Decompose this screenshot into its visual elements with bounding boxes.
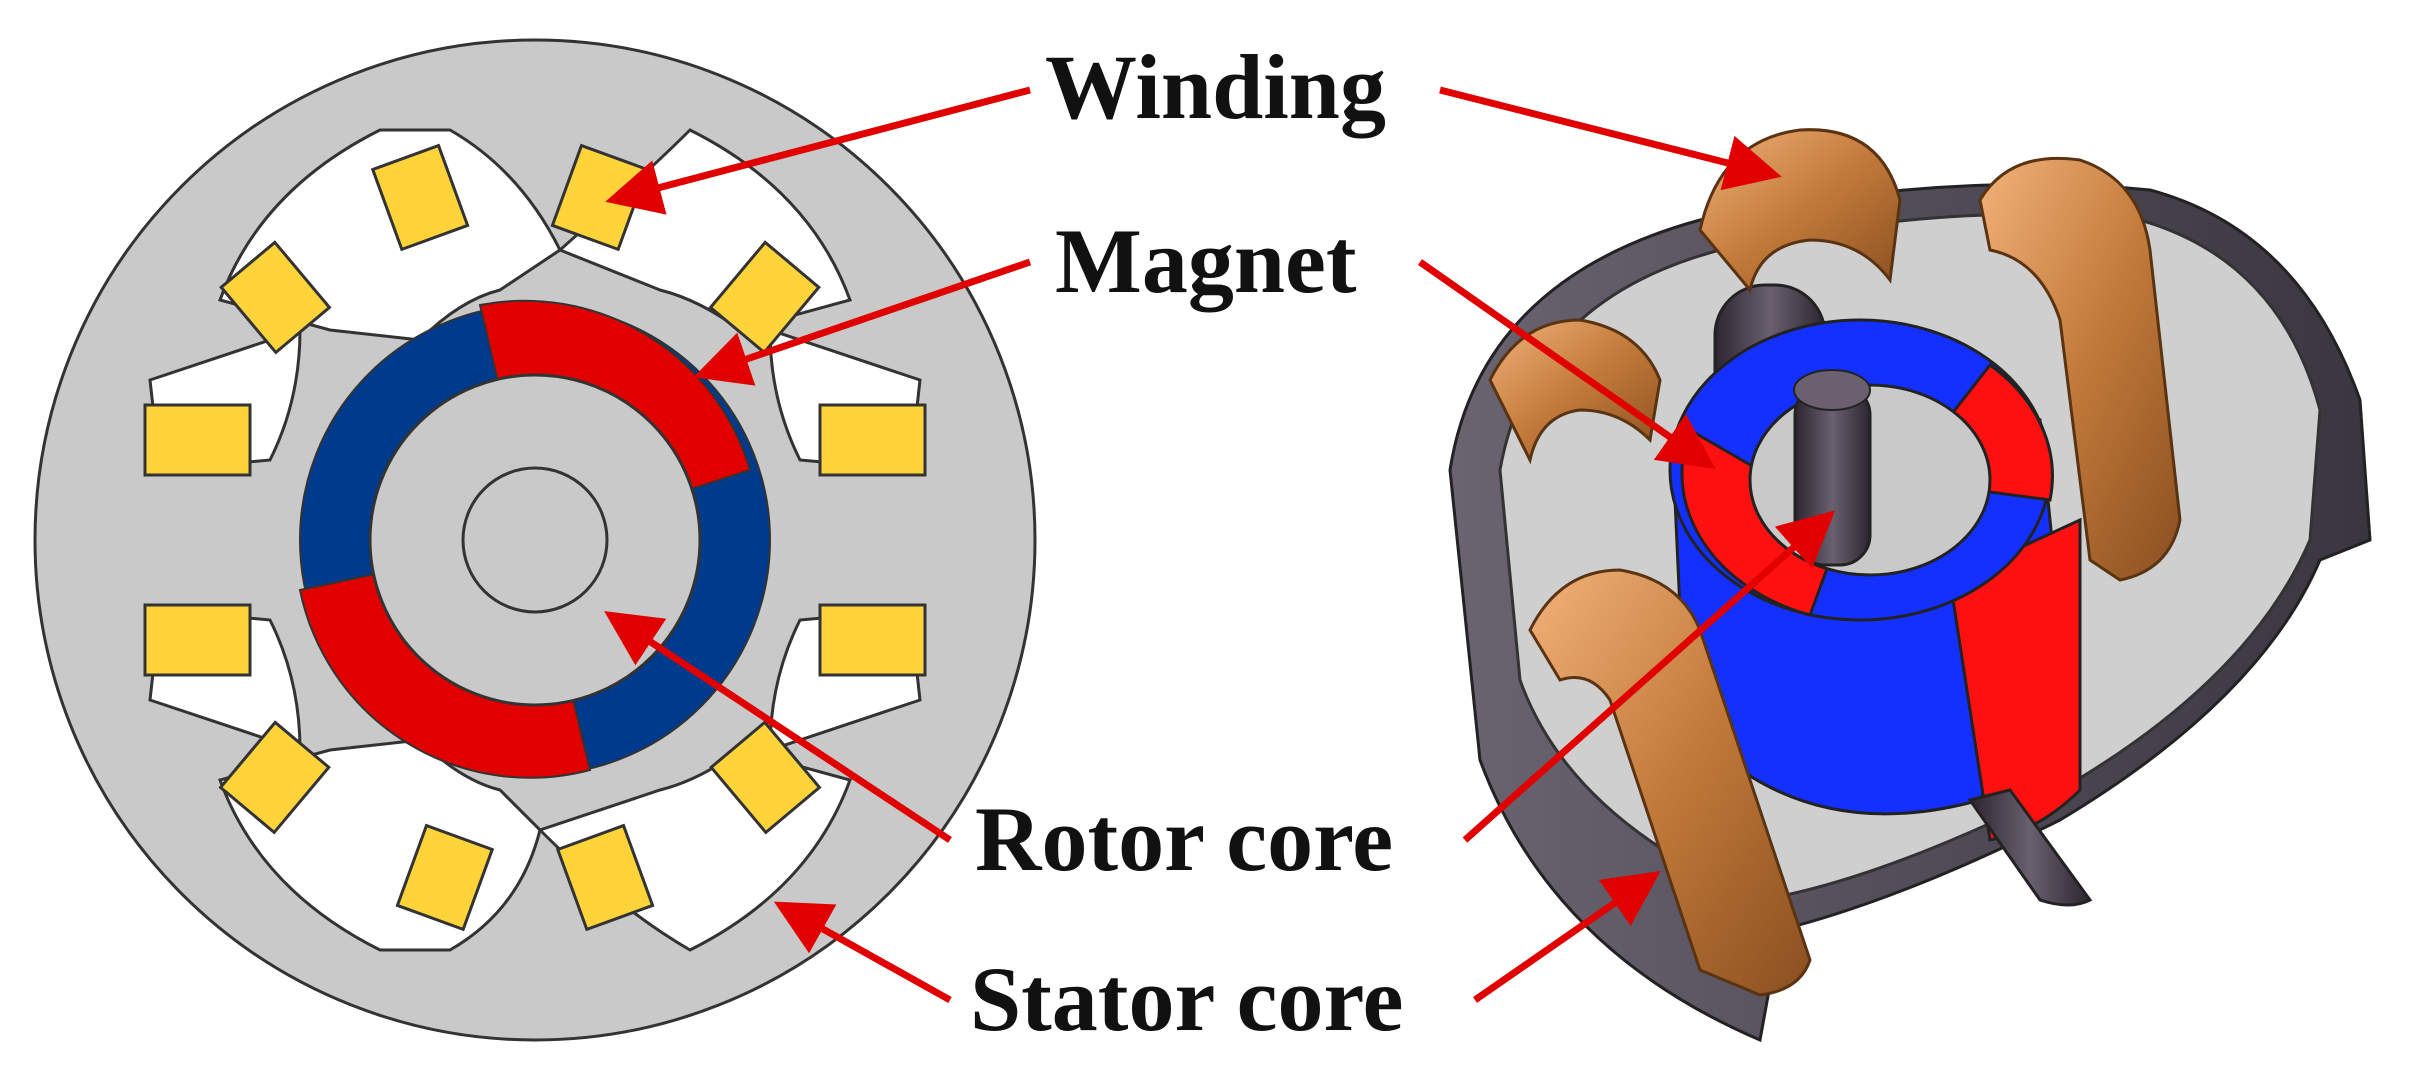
shaft-bore xyxy=(461,466,609,614)
arrow-rotor-left xyxy=(604,611,952,843)
label-rotor-core: Rotor core xyxy=(975,788,1393,890)
label-stator-core: Stator core xyxy=(970,948,1403,1050)
windings-2d xyxy=(143,143,927,932)
arrow-winding-right xyxy=(1439,86,1782,191)
arrow-magnet-left xyxy=(693,258,1032,386)
callout-arrows xyxy=(604,86,1836,1004)
labels: Winding Magnet Rotor core Stator core xyxy=(970,36,1403,1050)
arrow-stator-right xyxy=(1473,871,1661,1003)
arrow-stator-left xyxy=(773,901,952,1004)
label-winding: Winding xyxy=(1045,36,1386,138)
arrow-winding-left xyxy=(605,86,1031,215)
arrow-magnet-right xyxy=(1417,259,1716,470)
cross-section-view xyxy=(33,38,1037,1042)
arrow-rotor-right xyxy=(1462,510,1836,843)
label-magnet: Magnet xyxy=(1055,210,1357,312)
exploded-3d-view xyxy=(1448,128,2372,1043)
